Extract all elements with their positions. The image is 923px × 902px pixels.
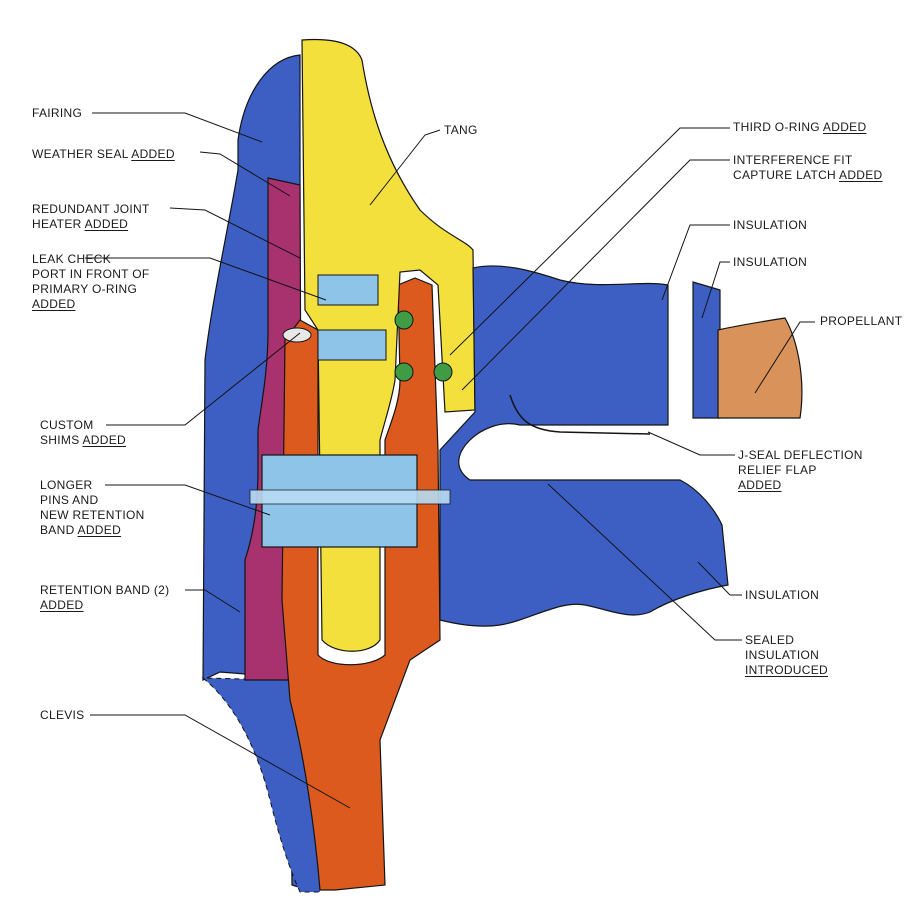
- leader-insulation-2: [701, 261, 730, 319]
- insulation-shape: [439, 265, 729, 627]
- label-insulation-2: INSULATION: [733, 255, 807, 270]
- label-jseal: J-SEAL DEFLECTION RELIEF FLAP ADDED: [738, 448, 863, 493]
- leader-interference-fit: [461, 159, 730, 391]
- label-custom-shims: CUSTOM SHIMS ADDED: [40, 418, 126, 448]
- label-interference-fit-added: ADDED: [839, 168, 883, 182]
- label-leak-check-line2: PORT IN FRONT OF: [32, 267, 150, 281]
- third-oring: [433, 362, 453, 382]
- label-weather-seal-text: WEATHER SEAL: [32, 147, 129, 161]
- label-tang: TANG: [444, 123, 478, 138]
- label-custom-shims-added: ADDED: [82, 433, 127, 447]
- leader-fairing: [92, 112, 263, 143]
- label-longer-pins: LONGER PINS AND NEW RETENTION BAND ADDED: [40, 478, 145, 538]
- leader-jseal: [647, 431, 735, 456]
- leader-custom-shims: [106, 332, 301, 426]
- primary-oring: [394, 310, 414, 330]
- label-third-oring: THIRD O-RING ADDED: [733, 120, 866, 135]
- label-longer-pins-added: ADDED: [77, 523, 122, 537]
- leader-redundant-heater: [169, 207, 301, 259]
- label-redundant-heater-added: ADDED: [84, 217, 129, 231]
- leader-weather-seal: [199, 151, 291, 197]
- label-retention-band-added: ADDED: [40, 598, 84, 612]
- label-longer-pins-line3: NEW RETENTION: [40, 508, 145, 522]
- leak-port-lower: [317, 329, 387, 361]
- label-fairing: FAIRING: [32, 106, 82, 121]
- leader-insulation-1: [661, 224, 730, 301]
- label-propellant: PROPELLANT: [820, 314, 902, 329]
- label-interference-fit: INTERFERENCE FIT CAPTURE LATCH ADDED: [733, 153, 883, 183]
- leak-port-upper: [317, 274, 379, 306]
- j-seal-flap: [509, 394, 651, 435]
- leader-clevis: [90, 714, 351, 809]
- label-insulation-3: INSULATION: [745, 588, 819, 603]
- label-sealed-insulation-line2: INSULATION: [745, 648, 820, 662]
- label-insulation-2-text: INSULATION: [733, 255, 808, 269]
- leader-longer-pins: [105, 484, 271, 516]
- label-leak-check-added: ADDED: [32, 297, 76, 311]
- leader-third-oring: [449, 127, 730, 356]
- label-tang-text: TANG: [444, 123, 478, 137]
- label-interference-fit-line1: INTERFERENCE FIT: [733, 153, 853, 167]
- label-jseal-added: ADDED: [738, 478, 782, 492]
- label-jseal-line2: RELIEF FLAP: [738, 463, 817, 477]
- label-leak-check-line3: PRIMARY O-RING: [32, 282, 138, 296]
- label-redundant-heater-line2: HEATER: [32, 217, 82, 231]
- label-propellant-text: PROPELLANT: [820, 314, 903, 328]
- label-third-oring-added: ADDED: [822, 120, 867, 134]
- leader-leak-check: [85, 257, 327, 301]
- label-longer-pins-line2: PINS AND: [40, 493, 99, 507]
- label-interference-fit-line2: CAPTURE LATCH: [733, 168, 837, 182]
- secondary-oring: [394, 362, 414, 382]
- label-weather-seal-added: ADDED: [131, 147, 175, 161]
- label-longer-pins-line4: BAND: [40, 523, 75, 537]
- label-fairing-text: FAIRING: [32, 106, 83, 120]
- label-custom-shims-line2: SHIMS: [40, 433, 80, 447]
- label-jseal-line1: J-SEAL DEFLECTION: [738, 448, 863, 462]
- label-weather-seal: WEATHER SEAL ADDED: [32, 147, 175, 162]
- label-redundant-heater-line1: REDUNDANT JOINT: [32, 202, 150, 216]
- label-retention-band-line1: RETENTION BAND (2): [40, 583, 170, 597]
- label-leak-check-line1: LEAK CHECK: [32, 252, 112, 266]
- label-clevis: CLEVIS: [40, 708, 85, 723]
- clevis-shape: [281, 277, 441, 891]
- label-clevis-text: CLEVIS: [40, 708, 85, 722]
- label-custom-shims-line1: CUSTOM: [40, 418, 94, 432]
- label-redundant-heater: REDUNDANT JOINT HEATER ADDED: [32, 202, 150, 232]
- lower-fairing-shape: [201, 677, 321, 893]
- leader-insulation-3: [697, 561, 742, 596]
- label-retention-band: RETENTION BAND (2) ADDED: [40, 583, 169, 613]
- label-sealed-insulation: SEALED INSULATION INTRODUCED: [745, 633, 828, 678]
- label-insulation-1: INSULATION: [733, 218, 807, 233]
- label-insulation-3-text: INSULATION: [745, 588, 820, 602]
- propellant-shape: [717, 317, 803, 419]
- label-longer-pins-line1: LONGER: [40, 478, 93, 492]
- label-sealed-insulation-line1: SEALED: [745, 633, 795, 647]
- leader-lines: [85, 112, 815, 809]
- leader-propellant: [754, 321, 815, 394]
- label-third-oring-text: THIRD O-RING: [733, 120, 820, 134]
- label-sealed-insulation-added: INTRODUCED: [745, 663, 828, 677]
- retention-pin: [249, 489, 451, 505]
- leader-retention-band: [185, 589, 241, 613]
- label-insulation-1-text: INSULATION: [733, 218, 808, 232]
- leader-tang: [369, 129, 441, 206]
- label-leak-check: LEAK CHECK PORT IN FRONT OF PRIMARY O-RI…: [32, 252, 149, 312]
- leader-sealed-insulation: [547, 483, 742, 641]
